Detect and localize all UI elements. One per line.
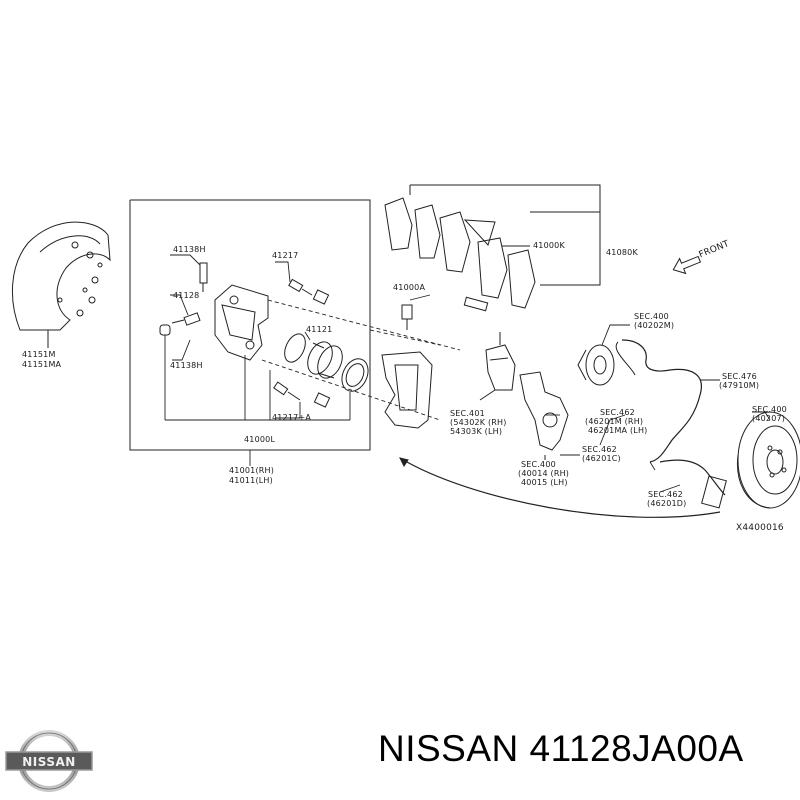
dust-shield-part <box>11 221 111 348</box>
brake-rotor-part <box>736 411 800 509</box>
label-41138h-bottom: 41138H <box>170 361 203 370</box>
label-41217a: 41217+A <box>272 413 312 422</box>
label-sec462-c2: (46201D) <box>647 499 687 508</box>
brake-pads-part <box>384 197 536 312</box>
brake-hose <box>659 459 726 496</box>
label-41000a: 41000A <box>393 283 426 292</box>
label-sec462-a2: (46201M (RH) <box>585 417 644 426</box>
steering-knuckle-part <box>519 371 569 460</box>
label-41011: 41011(LH) <box>229 476 273 485</box>
label-sec400-a1: SEC.400 <box>634 312 669 321</box>
label-sec462-a3: 46201MA (LH) <box>588 426 648 435</box>
label-sec476-2: (47910M) <box>719 381 760 390</box>
label-sec400-b1: SEC.400 <box>752 405 787 414</box>
curved-reference-arrow <box>399 457 721 518</box>
label-41000k: 41000K <box>533 241 565 250</box>
label-41151m: 41151M <box>22 350 56 359</box>
label-41151ma: 41151MA <box>22 360 62 369</box>
label-sec400-b2: (40207) <box>752 414 786 423</box>
caliper-body-part <box>214 284 269 361</box>
label-sec401-3: 54303K (LH) <box>450 427 503 436</box>
hub-bearing-part <box>577 344 615 386</box>
front-arrow-icon <box>672 255 702 275</box>
label-sec476-1: SEC.476 <box>722 372 757 381</box>
label-sec462-a1: SEC.462 <box>600 408 635 417</box>
pads-group-frame <box>410 184 601 286</box>
caliper-group-frame <box>129 199 371 451</box>
label-41000l: 41000L <box>244 435 276 444</box>
piston-seals <box>284 333 369 392</box>
label-sec400-c2: (40014 (RH) <box>518 469 570 478</box>
label-41128: 41128 <box>173 291 200 300</box>
bolts <box>159 262 413 408</box>
caliper-bracket-part <box>381 351 433 429</box>
label-sec400-a2: (40202M) <box>634 321 675 330</box>
label-41080k: 41080K <box>606 248 638 257</box>
label-sec400-c3: 40015 (LH) <box>521 478 568 487</box>
label-41121: 41121 <box>306 325 333 334</box>
label-sec401-2: (54302K (RH) <box>450 418 507 427</box>
label-41138h-top: 41138H <box>173 245 206 254</box>
label-41217: 41217 <box>272 251 299 260</box>
label-sec401-1: SEC.401 <box>450 409 485 418</box>
label-sec462-b1: SEC.462 <box>582 445 617 454</box>
label-sec462-b2: (46201C) <box>582 454 621 463</box>
part-number-caption: NISSAN 41128JA00A <box>378 728 744 769</box>
nissan-logo-icon: NISSAN <box>5 730 93 792</box>
label-sec400-c1: SEC.400 <box>521 460 556 469</box>
label-sec462-c1: SEC.462 <box>648 490 683 499</box>
label-diagram-code: X4400016 <box>736 523 784 533</box>
splash-bracket-part <box>485 344 516 391</box>
abs-sensor-wire <box>621 339 702 463</box>
svg-text:NISSAN: NISSAN <box>22 755 76 769</box>
label-41001: 41001(RH) <box>229 466 275 475</box>
